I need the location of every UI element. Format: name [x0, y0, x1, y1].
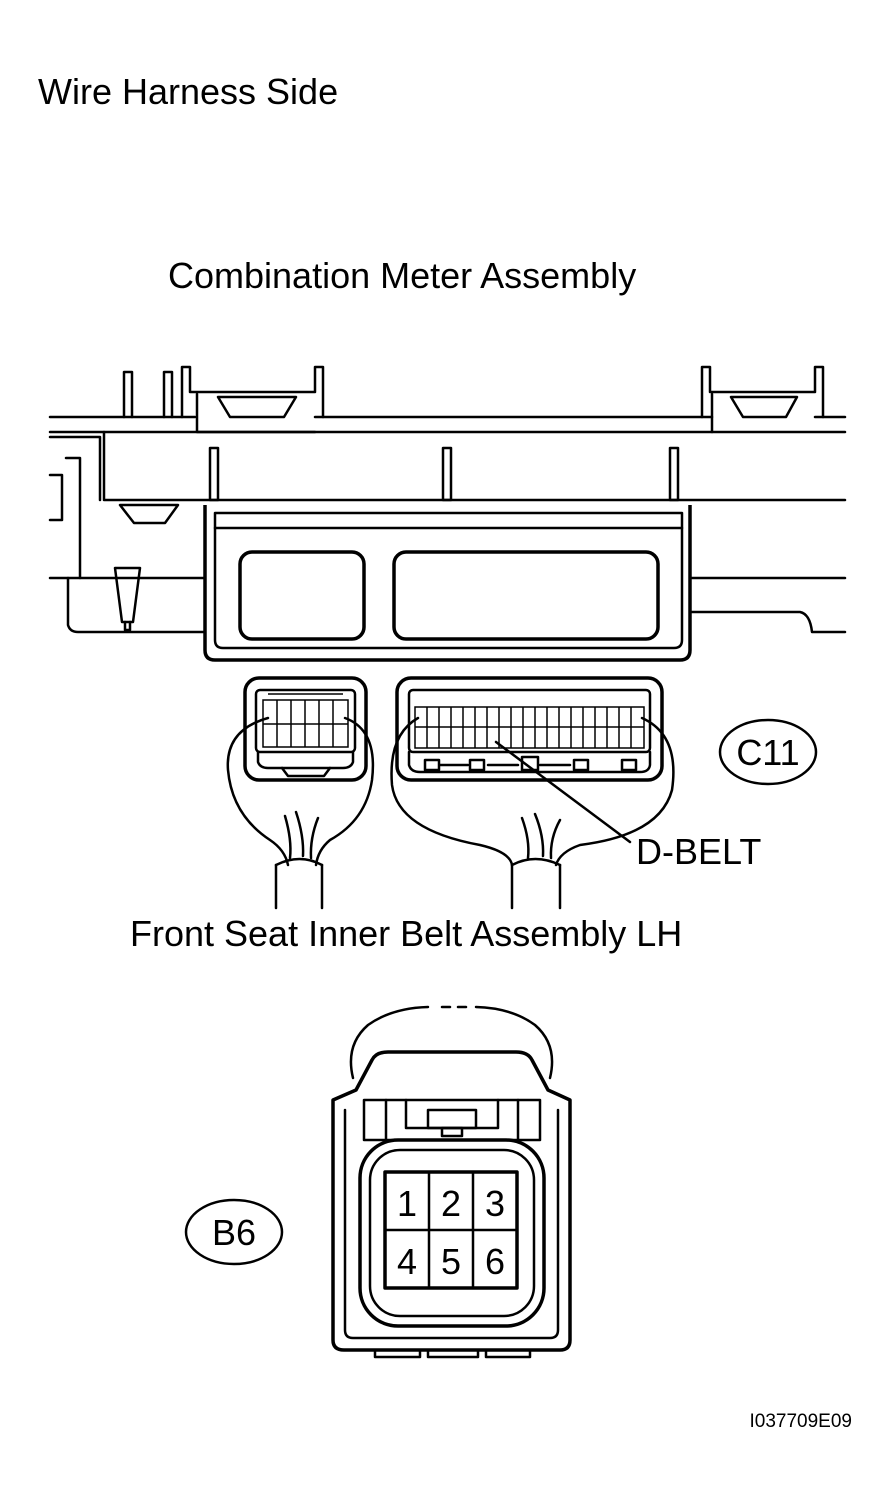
d-belt-terminal-label: D-BELT [636, 831, 762, 872]
image-id-label: I037709E09 [749, 1411, 853, 1432]
b6-pin-3: 3 [485, 1183, 505, 1224]
b6-code-text: B6 [212, 1212, 256, 1253]
meter-assembly-label: Combination Meter Assembly [168, 255, 637, 296]
b6-connector: 1 2 3 4 5 6 [331, 1005, 572, 1359]
b6-pin-1: 1 [397, 1183, 417, 1224]
belt-assembly-label: Front Seat Inner Belt Assembly LH [130, 913, 683, 954]
meter-housing [48, 365, 847, 662]
b6-pin-5: 5 [441, 1241, 461, 1282]
b6-pin-4: 4 [397, 1241, 417, 1282]
c11-code-badge: C11 [718, 718, 818, 786]
c11-code-text: C11 [736, 732, 799, 773]
b6-pin-2: 2 [441, 1183, 461, 1224]
b6-pin-6: 6 [485, 1241, 505, 1282]
b6-code-badge: B6 [184, 1198, 284, 1266]
c11-connector [390, 676, 675, 910]
small-meter-connector [226, 676, 375, 910]
diagram-title: Wire Harness Side [38, 71, 339, 112]
